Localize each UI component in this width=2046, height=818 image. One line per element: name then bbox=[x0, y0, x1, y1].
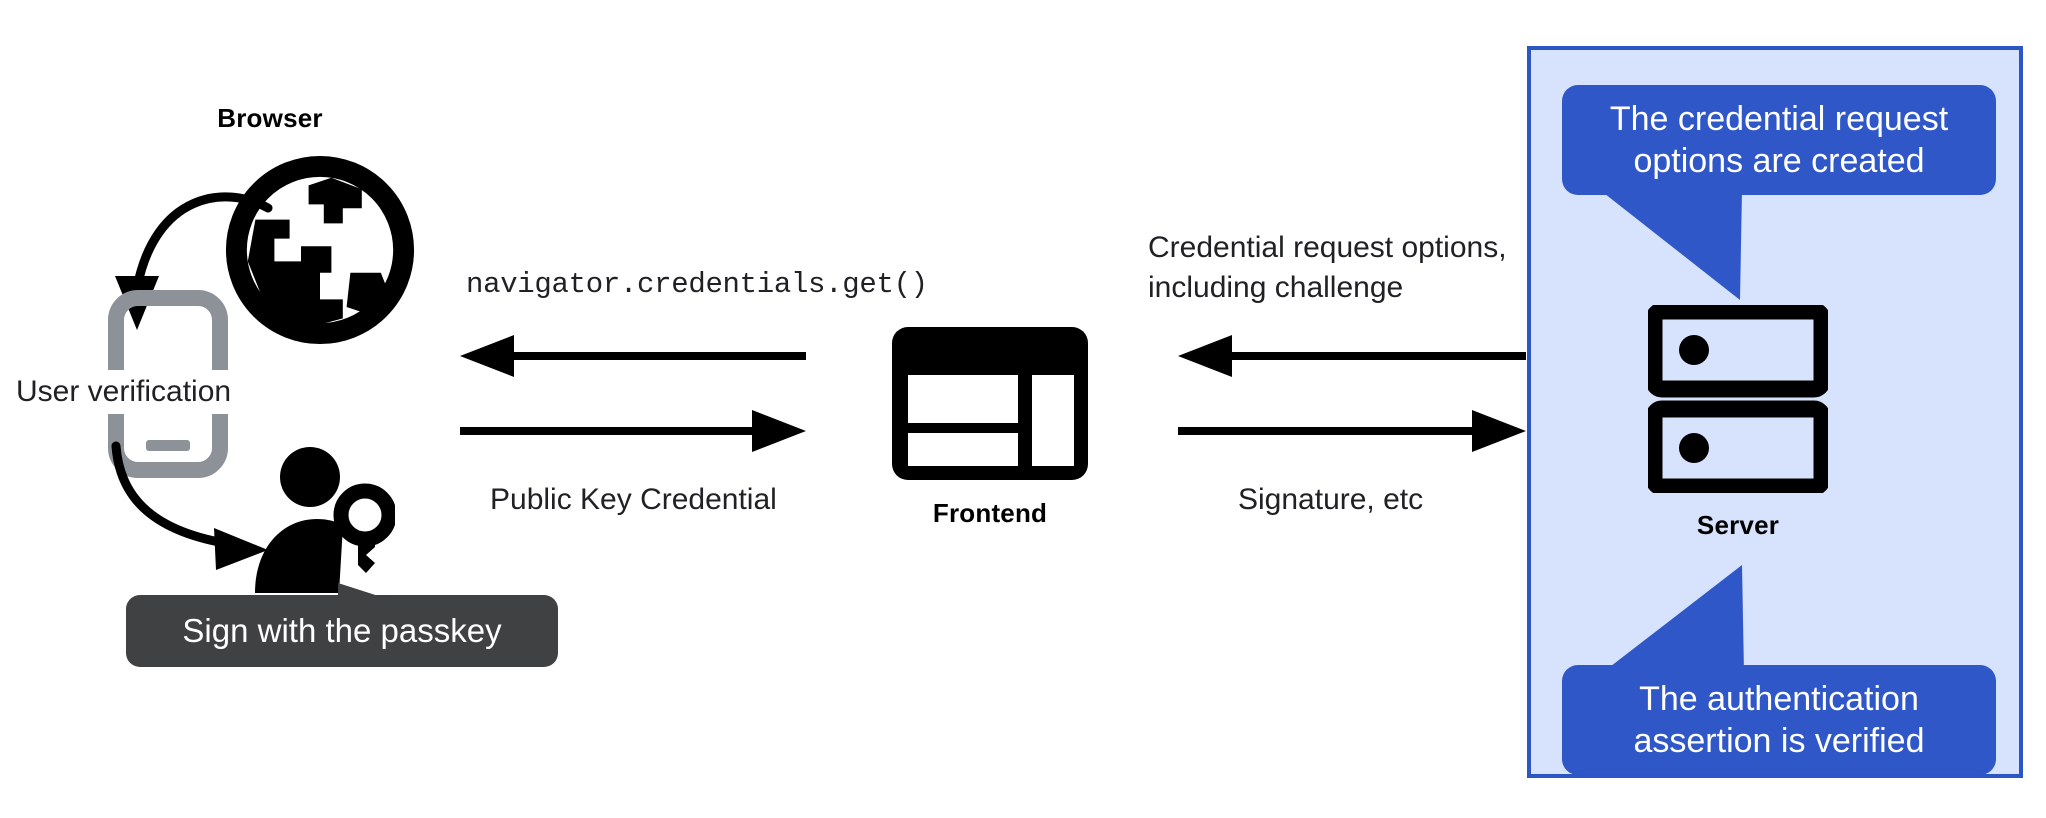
server-to-frontend-right-arrow bbox=[1178, 410, 1526, 452]
credential-request-options-label: Credential request options, including ch… bbox=[1148, 231, 1507, 304]
signature-etc-label: Signature, etc bbox=[1238, 483, 1424, 516]
credential-request-options-callout: The credential request options are creat… bbox=[1562, 85, 1996, 195]
browser-label: Browser bbox=[170, 103, 370, 134]
frontend-window-icon bbox=[892, 327, 1088, 480]
navigator-credentials-get-label: navigator.credentials.get() bbox=[466, 268, 928, 301]
authentication-assertion-callout: The authentication assertion is verified bbox=[1562, 665, 1996, 775]
globe-icon bbox=[225, 155, 415, 345]
credential-request-options-callout-text: The credential request options are creat… bbox=[1562, 85, 1996, 195]
server-label: Server bbox=[1638, 510, 1838, 541]
credential-request-options-callout-tail bbox=[1562, 190, 1842, 310]
authentication-assertion-callout-text: The authentication assertion is verified bbox=[1562, 665, 1996, 775]
server-rack-icon bbox=[1648, 305, 1828, 493]
browser-to-frontend-left-arrow bbox=[460, 335, 806, 377]
server-label-text: Server bbox=[1696, 510, 1780, 540]
browser-label-text: Browser bbox=[217, 103, 323, 133]
person-with-key-icon bbox=[255, 443, 395, 593]
public-key-credential-label: Public Key Credential bbox=[490, 483, 777, 516]
authentication-assertion-callout-tail bbox=[1562, 565, 1842, 675]
phone-to-user-arrow bbox=[110, 440, 290, 580]
frontend-label: Frontend bbox=[890, 498, 1090, 529]
frontend-label-text: Frontend bbox=[932, 498, 1048, 528]
browser-to-frontend-right-arrow bbox=[460, 410, 806, 452]
server-to-frontend-left-arrow bbox=[1178, 335, 1526, 377]
user-verification-label: User verification bbox=[10, 370, 238, 414]
sign-with-passkey-text: Sign with the passkey bbox=[126, 595, 558, 667]
sign-with-passkey-callout: Sign with the passkey bbox=[126, 583, 558, 667]
